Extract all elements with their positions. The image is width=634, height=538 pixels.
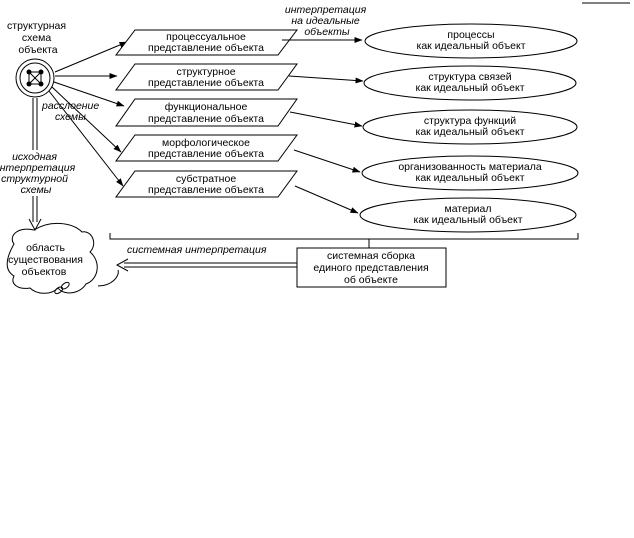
- structural-schema-icon: [15, 58, 55, 98]
- fan-arrows: [48, 41, 128, 187]
- system-interpretation-label: системная интерпретация: [127, 244, 267, 256]
- initial-interpretation-label: исходная интерпретация структурной схемы: [0, 151, 78, 196]
- stratification-label: расслоение схемы: [41, 100, 102, 123]
- schema-label: структурная схема объекта: [7, 20, 69, 56]
- system-interpretation-arrow: [115, 258, 297, 272]
- existence-area-label: область существования объектов: [8, 242, 86, 278]
- existence-area-blob: [6, 223, 98, 294]
- chain-link-icon: [54, 281, 70, 295]
- interpretation-arrows: [282, 37, 364, 214]
- collection-bracket: [109, 233, 579, 240]
- ideal-interpretation-label: интерпретация на идеальные объекты: [285, 4, 369, 38]
